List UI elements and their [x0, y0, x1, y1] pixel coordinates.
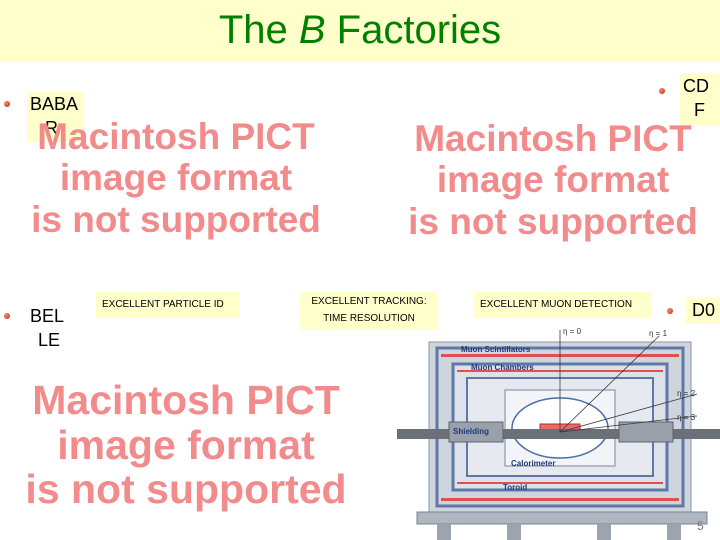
pict-line2: image format	[436, 159, 670, 201]
caption-tracking: EXCELLENT TRACKING: TIME RESOLUTION	[300, 292, 438, 330]
caption-tracking-line1: EXCELLENT TRACKING:	[311, 296, 427, 307]
title-italic: B	[298, 8, 326, 52]
pict-line2: image format	[59, 157, 293, 199]
support-base	[416, 511, 708, 525]
label-belle: BEL LE	[27, 304, 71, 358]
eta-line-3	[559, 415, 698, 433]
pict-line1: Macintosh PICT	[32, 377, 340, 423]
eta-label-0: η = 0	[563, 327, 582, 336]
shielding-block	[448, 421, 504, 443]
label-belle-line1: BEL	[30, 306, 65, 326]
eta-line-2	[559, 393, 698, 433]
bullet-d0	[667, 308, 673, 314]
scintillator-bar-bottom	[441, 498, 679, 501]
pict-line2: image format	[57, 421, 315, 468]
title-bar	[0, 0, 720, 62]
eta-label-1: η = 1	[649, 329, 668, 338]
scintillator-bar-lower	[457, 482, 663, 484]
eta-label-3: η = 3	[677, 413, 696, 422]
label-cdf-line2: F	[694, 100, 705, 120]
support-leg-2	[507, 524, 521, 540]
label-cdf: CD F	[680, 74, 720, 126]
caption-muon-text: EXCELLENT MUON DETECTION	[480, 299, 633, 310]
caption-muon: EXCELLENT MUON DETECTION	[474, 292, 652, 318]
support-leg-4	[667, 524, 681, 540]
caption-tracking-line2: TIME RESOLUTION	[323, 313, 415, 324]
pict-line3: is not supported	[31, 198, 321, 240]
support-leg-1	[437, 524, 451, 540]
label-toroid: Toroid	[503, 483, 527, 492]
label-muon-scintillators: Muon Scintillators	[461, 345, 531, 354]
title-suffix: Factories	[325, 8, 502, 52]
label-babar-line1: BABA	[30, 94, 79, 114]
beam-pipe	[397, 429, 720, 439]
pict-placeholder-belle: Macintosh PICT image format is not suppo…	[6, 378, 366, 512]
pict-placeholder-babar: Macintosh PICT image format is not suppo…	[6, 116, 346, 240]
label-babar-line2: R	[45, 118, 58, 138]
label-d0: D0	[686, 298, 720, 324]
label-babar: BABA R	[27, 92, 83, 142]
label-shielding: Shielding	[453, 427, 489, 436]
eta-line-1	[559, 335, 660, 433]
d0-detector-diagram: η = 0 η = 1 η = 2 η = 3 Muon Scintillato…	[397, 327, 720, 540]
page-number: 5	[697, 519, 704, 533]
label-cdf-line1: CD	[683, 76, 709, 96]
label-belle-line2: LE	[38, 330, 61, 350]
pict-line1: Macintosh PICT	[37, 116, 315, 157]
label-muon-chambers: Muon Chambers	[471, 363, 534, 372]
bullet-belle	[4, 313, 10, 319]
slide-title: The B Factories	[0, 8, 720, 53]
label-d0-text: D0	[692, 300, 716, 320]
caption-particle-id: EXCELLENT PARTICLE ID	[96, 292, 240, 318]
pict-line1: Macintosh PICT	[414, 118, 692, 159]
title-prefix: The	[218, 8, 299, 52]
pict-line3: is not supported	[25, 466, 347, 513]
support-leg-3	[597, 524, 611, 540]
caption-particle-id-text: EXCELLENT PARTICLE ID	[102, 299, 224, 310]
shielding-block-right	[618, 421, 674, 443]
pict-placeholder-cdf: Macintosh PICT image format is not suppo…	[386, 118, 720, 242]
label-calorimeter: Calorimeter	[511, 459, 555, 468]
eta-label-2: η = 2	[677, 389, 696, 398]
pict-line3: is not supported	[408, 200, 698, 242]
bullet-cdf	[659, 88, 665, 94]
bullet-babar	[4, 101, 10, 107]
